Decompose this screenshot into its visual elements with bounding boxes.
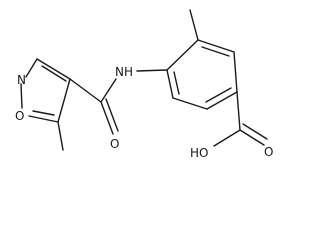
bond-ar6-ar1 [166,69,174,99]
bond-ar5-ar6 [172,97,208,110]
structure-diagram: N O O NH HO O [15,9,273,160]
bond-ar2-methyl [189,9,199,41]
bond-c4-c5 [57,78,71,123]
bond-n-c3 [25,58,38,78]
bonds [20,9,268,151]
atom-acid-o: O [264,145,273,159]
bond-ar4-ar5 [206,91,238,110]
bond-acid-c-oh [213,129,241,147]
bond-carbonyl-o-2 [105,98,119,132]
bond-c5-o [28,115,59,123]
bond-ar2-ar3-inner [201,46,230,57]
bond-n-aryl [136,69,168,72]
bond-c5-methyl [57,121,64,151]
atom-ring-o: O [15,109,24,123]
bond-carbonyl-n [100,78,117,103]
atom-carbonyl-o: O [110,137,119,151]
bond-o-n [20,83,23,109]
bond-ar6-ar1-inner [173,71,180,95]
bond-c4-carbonyl [69,78,102,103]
bond-c3-c4 [36,58,71,80]
atom-ring-n: N [17,73,26,87]
atom-acid-oh: HO [190,146,208,160]
bond-ar1-ar2 [166,39,199,71]
molecule-drawing: N O O NH HO O [15,9,273,160]
bond-acid-c-o [239,129,265,146]
bond-ar4-acid-c [236,91,241,131]
bond-c5-o-inner [32,110,55,116]
bond-c3-c4-inner [41,65,67,82]
bond-ar3-ar4 [233,51,238,93]
bond-carbonyl-o [100,101,114,135]
atom-labels: N O O NH HO O [15,65,273,160]
bond-acid-c-o-2 [242,123,268,140]
bond-ar2-ar3 [197,39,235,53]
atom-amide-nh: NH [115,65,133,79]
bond-ar4-ar5-inner [205,87,232,103]
